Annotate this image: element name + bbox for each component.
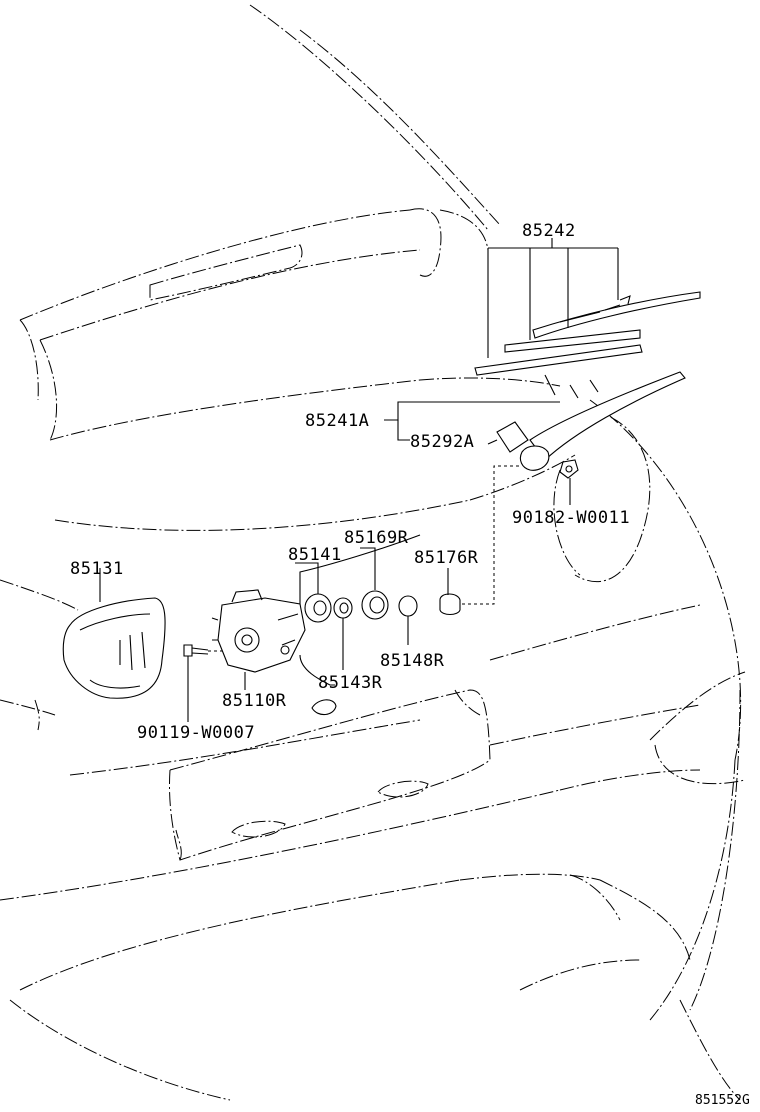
washer-85143r [333,597,353,670]
label-85292a: 85292A [410,432,474,452]
label-85143r: 85143R [318,673,383,693]
label-85169r: 85169R [344,528,409,548]
leader-85242 [487,238,619,358]
label-85242: 85242 [522,221,576,241]
label-85176r: 85176R [414,548,479,568]
spacer-85148r [398,595,418,645]
cap-85176r [439,568,461,616]
label-85241a: 85241A [305,411,369,431]
motor-85110r [211,589,306,690]
nut-90182 [559,459,579,505]
seal-85169r [299,534,421,620]
bolt-90119 [183,644,222,722]
assembly-line [462,465,522,605]
wiper-arm-85241a [519,371,686,471]
grommet-85141 [295,562,332,623]
label-90182-w0011: 90182-W0011 [512,508,630,528]
cap-85292a [487,421,529,453]
cover-85131 [62,568,166,699]
label-90119-w0007: 90119-W0007 [137,723,255,743]
label-85141: 85141 [288,545,342,565]
label-85131: 85131 [70,559,124,579]
leader-85241a [384,401,560,441]
label-85148r: 85148R [380,651,445,671]
wiper-blade-85242 [474,291,701,376]
label-85110r: 85110R [222,691,287,711]
diagram-ref-code: 851552G [695,1093,750,1108]
hose-clip [299,654,337,716]
vehicle-body-outline [0,4,746,1101]
